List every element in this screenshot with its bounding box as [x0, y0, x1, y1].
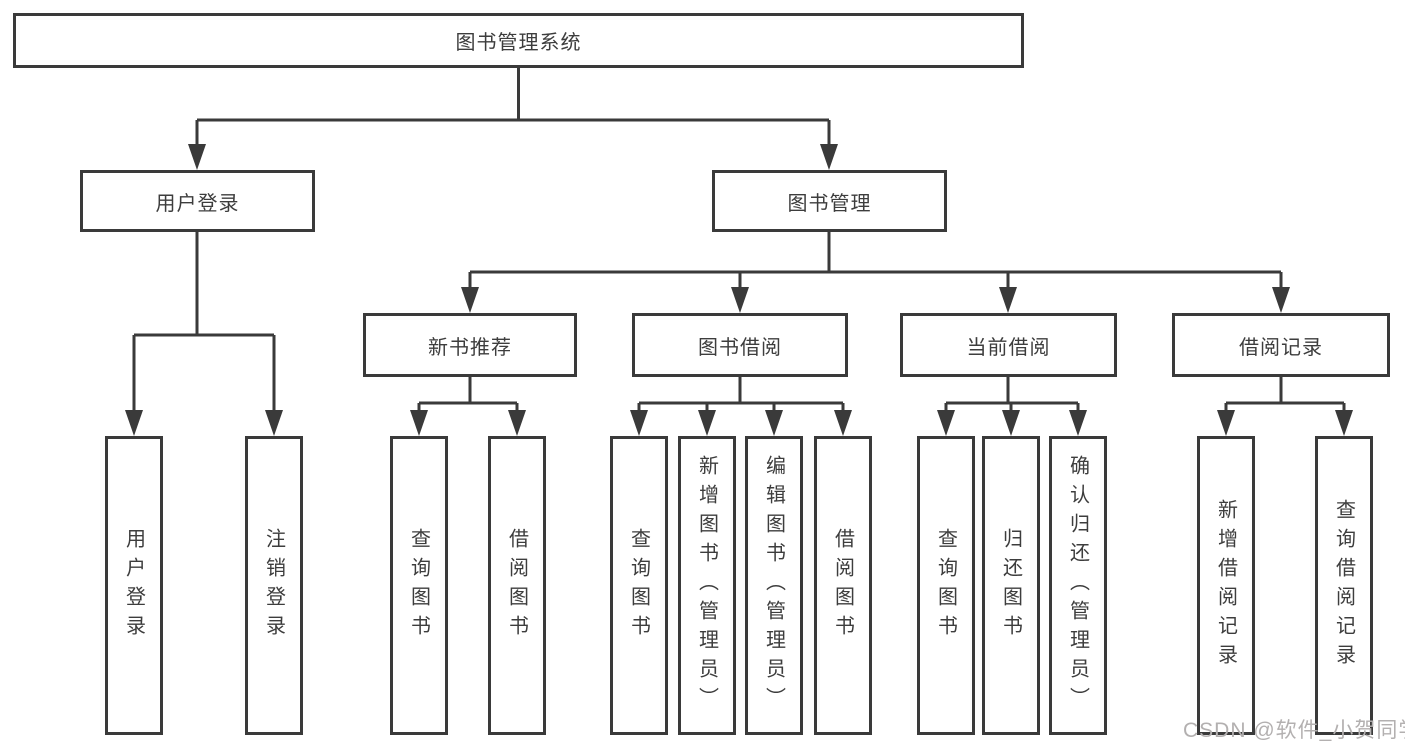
csdn-watermark: CSDN @软件_小贺同学	[1183, 719, 1405, 742]
node-book-borrow: 图书借阅	[632, 313, 848, 377]
node-leaf-user-login: 用户登录	[105, 436, 163, 735]
node-leaf-borrow-books-2: 借阅图书	[814, 436, 872, 735]
node-label: 查询图书	[934, 527, 957, 644]
node-label: 查询图书	[627, 527, 650, 644]
node-leaf-query-books-1: 查询图书	[390, 436, 448, 735]
node-leaf-logout: 注销登录	[245, 436, 303, 735]
node-label: 查询借阅记录	[1332, 498, 1355, 673]
node-borrow-records: 借阅记录	[1172, 313, 1390, 377]
node-leaf-query-borrow-record: 查询借阅记录	[1315, 436, 1373, 735]
node-new-book-recommend: 新书推荐	[363, 313, 577, 377]
node-label: 确认归还（管理员）	[1066, 455, 1089, 716]
node-label: 新增借阅记录	[1214, 498, 1237, 673]
node-leaf-edit-book-admin: 编辑图书（管理员）	[745, 436, 803, 735]
node-current-borrow: 当前借阅	[900, 313, 1117, 377]
node-leaf-confirm-return-admin: 确认归还（管理员）	[1049, 436, 1107, 735]
node-label: 编辑图书（管理员）	[762, 455, 785, 716]
node-leaf-add-book-admin: 新增图书（管理员）	[678, 436, 736, 735]
node-label: 借阅图书	[505, 527, 528, 644]
node-label: 借阅图书	[831, 527, 854, 644]
node-leaf-query-books-3: 查询图书	[917, 436, 975, 735]
node-user-login: 用户登录	[80, 170, 315, 232]
node-leaf-add-borrow-record: 新增借阅记录	[1197, 436, 1255, 735]
node-library-system: 图书管理系统	[13, 13, 1024, 68]
node-label: 归还图书	[999, 527, 1022, 644]
node-leaf-query-books-2: 查询图书	[610, 436, 668, 735]
node-leaf-borrow-books-1: 借阅图书	[488, 436, 546, 735]
node-label: 注销登录	[262, 527, 285, 644]
node-label: 新增图书（管理员）	[695, 455, 718, 716]
node-book-management: 图书管理	[712, 170, 947, 232]
node-label: 用户登录	[122, 527, 145, 644]
node-leaf-return-book: 归还图书	[982, 436, 1040, 735]
node-label: 查询图书	[407, 527, 430, 644]
